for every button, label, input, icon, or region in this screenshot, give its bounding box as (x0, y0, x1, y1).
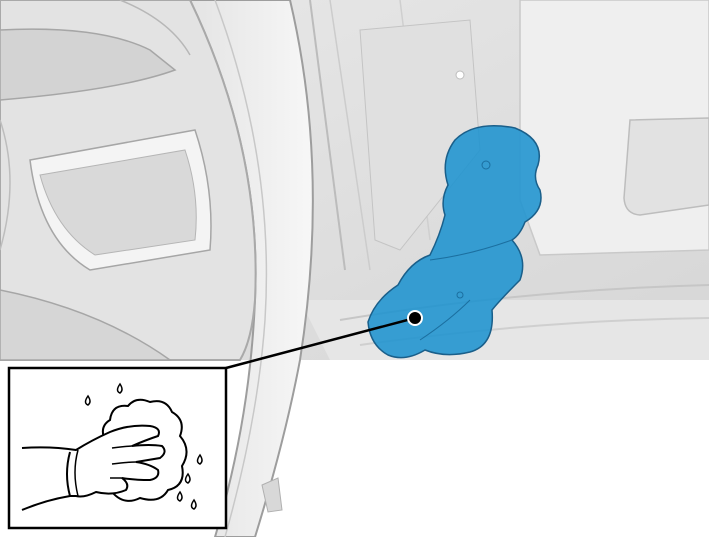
wheel (0, 0, 314, 537)
callout (225, 310, 423, 370)
droplet-icons (84, 382, 203, 510)
inset-panel (7, 366, 228, 530)
bracket (261, 477, 283, 513)
highlighted-area (367, 125, 542, 359)
highlight-details (419, 160, 513, 341)
